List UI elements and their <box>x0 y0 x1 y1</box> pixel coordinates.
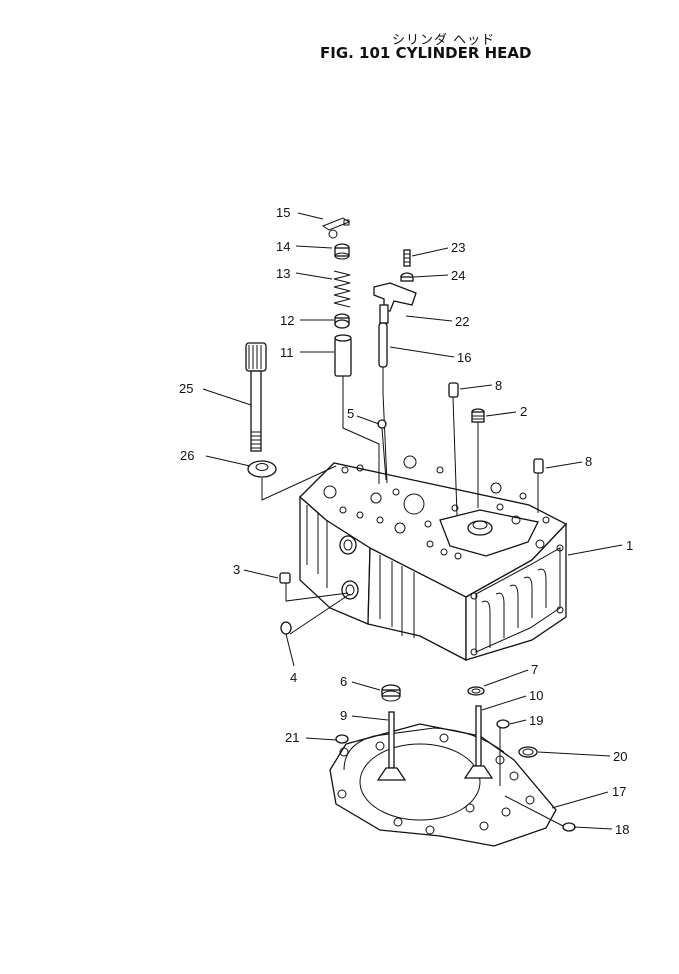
part-25-head-bolt <box>245 342 267 452</box>
callout-5: 5 <box>347 406 354 421</box>
part-3-plug <box>279 572 349 602</box>
callout-19: 19 <box>529 713 543 728</box>
part-12-spring-seat <box>334 313 350 329</box>
part-21-seal-ring <box>335 734 349 744</box>
callout-8-right: 8 <box>585 454 592 469</box>
cylinder-head-block <box>299 455 568 662</box>
callout-9: 9 <box>340 708 347 723</box>
part-26-washer <box>247 460 277 478</box>
callout-4: 4 <box>290 670 297 685</box>
part-9-valve <box>376 711 407 781</box>
part-15-clip <box>321 217 351 239</box>
callout-16: 16 <box>457 350 471 365</box>
callout-24: 24 <box>451 268 465 283</box>
callout-15: 15 <box>276 205 290 220</box>
callout-11: 11 <box>280 345 294 360</box>
part-20-seal-ring <box>518 746 538 758</box>
part-14-retainer <box>334 243 350 260</box>
figure-title-japanese: シリンダ ヘッド <box>392 33 495 48</box>
callout-labels: 15 14 13 12 11 25 26 23 24 22 16 5 8 2 8… <box>179 205 633 837</box>
part-17-head-gasket <box>329 723 557 847</box>
callout-17: 17 <box>612 784 626 799</box>
part-8-dowel-pin-right <box>533 458 544 513</box>
part-19-seal-ring <box>496 719 510 786</box>
part-16-push-rod <box>378 322 388 368</box>
callout-23: 23 <box>451 240 465 255</box>
part-8-dowel-pin-upper <box>448 382 459 516</box>
part-24-lock-nut <box>400 272 414 282</box>
callout-1: 1 <box>626 538 633 553</box>
callout-18: 18 <box>615 822 629 837</box>
callout-14: 14 <box>276 239 290 254</box>
callout-12: 12 <box>280 313 294 328</box>
callout-8-upper: 8 <box>495 378 502 393</box>
part-6-valve-insert <box>381 684 401 702</box>
callout-21: 21 <box>285 730 299 745</box>
part-2-plug <box>471 408 485 508</box>
callout-13: 13 <box>276 266 290 281</box>
callout-7: 7 <box>531 662 538 677</box>
part-22-rocker-arm <box>373 282 417 324</box>
part-11-sleeve <box>334 334 352 377</box>
callout-25: 25 <box>179 381 193 396</box>
callout-20: 20 <box>613 749 627 764</box>
callout-3: 3 <box>233 562 240 577</box>
callout-22: 22 <box>455 314 469 329</box>
callout-10: 10 <box>529 688 543 703</box>
leader-lines <box>202 212 623 830</box>
figure-title: FIG. 101 CYLINDER HEAD <box>320 44 532 62</box>
part-13-spring <box>333 270 351 308</box>
callout-6: 6 <box>340 674 347 689</box>
callout-2: 2 <box>520 404 527 419</box>
part-10-valve <box>463 705 494 779</box>
part-7-valve-insert <box>467 686 485 696</box>
part-23-adjust-screw <box>403 249 411 267</box>
callout-26: 26 <box>180 448 194 463</box>
